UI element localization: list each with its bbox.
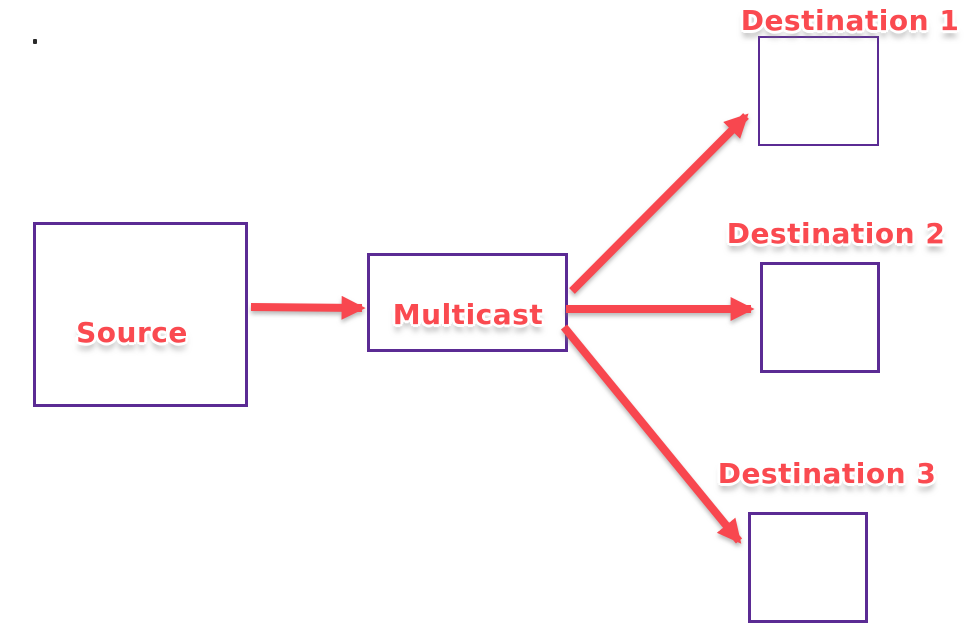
- destination-1-node-label: Destination 1: [740, 4, 960, 37]
- destination-2-node-box: [760, 262, 880, 373]
- multicast-node-label: Multicast: [392, 298, 544, 331]
- destination-2-node-label: Destination 2: [726, 217, 946, 250]
- destination-3-node-label: Destination 3: [717, 457, 937, 490]
- arrow-multicast-to-destination-3: [560, 324, 743, 544]
- arrow-source-to-multicast: [250, 295, 366, 320]
- destination-1-node-box: [758, 36, 879, 146]
- destination-3-node-box: [748, 512, 868, 623]
- multicast-node-box: [367, 253, 568, 352]
- source-node-box: [33, 222, 248, 407]
- artifact-dot: [33, 39, 37, 44]
- source-node-label: Source: [76, 316, 188, 349]
- arrow-multicast-to-destination-1: [569, 113, 749, 294]
